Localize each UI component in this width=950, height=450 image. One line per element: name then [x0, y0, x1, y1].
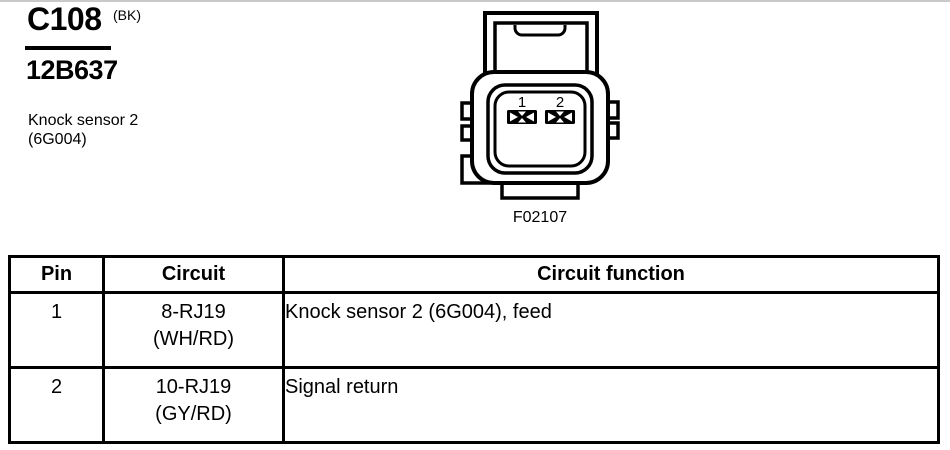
- pinout-table: Pin Circuit Circuit function 1 8-RJ19 (W…: [8, 255, 940, 444]
- column-header-circuit: Circuit: [102, 255, 285, 294]
- pin-number-cell: 1: [8, 291, 105, 369]
- connector-color-code: (BK): [113, 7, 141, 23]
- connector-description-line2: (6G004): [28, 131, 87, 148]
- circuit-code: 10-RJ19: [155, 376, 232, 398]
- connector-body-inner: [493, 90, 587, 168]
- connector-body-outer: [470, 70, 610, 185]
- column-header-circuit-function: Circuit function: [282, 255, 940, 294]
- connector-id: C108: [27, 1, 102, 37]
- page-top-rule: [0, 0, 950, 2]
- connector-body-mid: [486, 83, 594, 175]
- connector-description-line1: Knock sensor 2: [28, 112, 139, 129]
- part-number: 12B637: [26, 55, 118, 85]
- connector-diagram: 1 2 F02107: [460, 11, 620, 226]
- circuit-function-cell: Knock sensor 2 (6G004), feed: [282, 291, 940, 369]
- connector-id-underline: [25, 46, 111, 50]
- wire-color: (WH/RD): [152, 328, 235, 350]
- table-row-pin-2: 2 10-RJ19 (GY/RD) Signal return: [8, 366, 940, 444]
- circuit-cell: 10-RJ19 (GY/RD): [102, 366, 285, 444]
- circuit-cell: 8-RJ19 (WH/RD): [102, 291, 285, 369]
- pin-number-cell: 2: [8, 366, 105, 444]
- connector-tab-notch: [513, 25, 567, 37]
- pin-1-terminal: [507, 110, 537, 124]
- wire-color: (GY/RD): [155, 403, 232, 425]
- column-header-pin: Pin: [8, 255, 105, 294]
- figure-caption: F02107: [513, 209, 567, 226]
- table-header-row: Pin Circuit Circuit function: [8, 255, 940, 294]
- circuit-function-cell: Signal return: [282, 366, 940, 444]
- circuit-code: 8-RJ19: [161, 301, 226, 323]
- pin-2-terminal: [545, 110, 575, 124]
- table-row-pin-1: 1 8-RJ19 (WH/RD) Knock sensor 2 (6G004),…: [8, 291, 940, 369]
- connector-top-tab-inner: [493, 21, 589, 78]
- connector-description: Knock sensor 2 (6G004): [28, 111, 138, 149]
- pin-2-label: 2: [556, 94, 564, 111]
- pin-1-label: 1: [518, 94, 526, 111]
